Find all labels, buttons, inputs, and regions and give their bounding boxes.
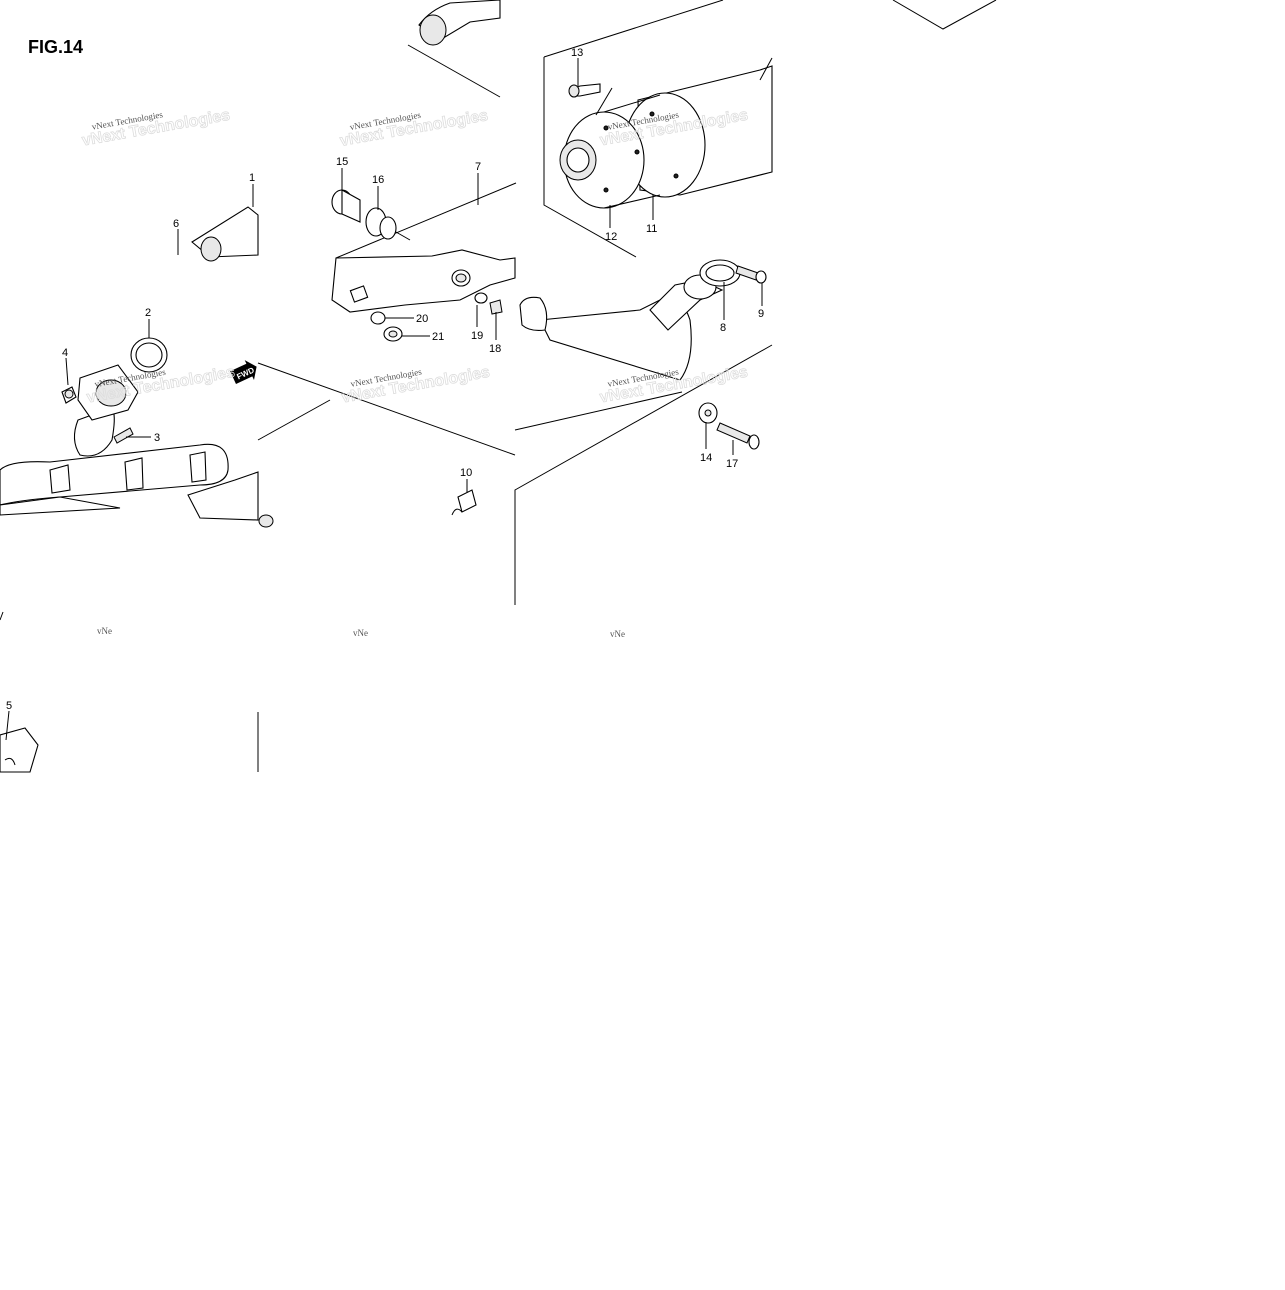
flange-part-4 [61, 364, 139, 421]
muffler-pipe [519, 274, 724, 381]
watermark-truncated: vNe [353, 628, 368, 638]
callout-5: 5 [6, 700, 12, 712]
figure-title: FIG.14 [28, 37, 84, 57]
collar-part-20 [370, 311, 386, 325]
clamp-part-8 [699, 259, 741, 287]
heat-shield-part-5 [0, 727, 39, 773]
nut-part-21 [383, 326, 403, 342]
bolt-part-15 [331, 189, 361, 223]
leader-lines [5, 58, 763, 741]
bolt-part-9 [735, 265, 767, 284]
callout-8: 8 [720, 322, 726, 334]
callout-18: 18 [489, 343, 501, 355]
grommet-part-16 [365, 207, 411, 241]
callout-2: 2 [145, 307, 151, 319]
callout-13: 13 [571, 47, 583, 59]
callout-20: 20 [416, 313, 428, 325]
gasket-part-2 [130, 337, 168, 373]
bolt-part-17 [716, 422, 760, 450]
callout-3: 3 [154, 432, 160, 444]
callouts: 1 2 3 4 5 6 7 8 9 10 11 12 13 14 17 15 1… [6, 47, 764, 712]
callout-1: 1 [249, 172, 255, 184]
callout-16: 16 [372, 174, 384, 186]
callout-21: 21 [432, 331, 444, 343]
callout-4: 4 [62, 347, 68, 359]
callout-7: 7 [475, 161, 481, 173]
exhaust-pipe-part [0, 0, 501, 528]
callout-15: 15 [336, 156, 348, 168]
washer-part-19 [474, 292, 488, 304]
watermark-truncated: vNe [610, 629, 625, 639]
stud-part-3 [113, 427, 134, 444]
callout-10: 10 [460, 467, 472, 479]
muffler-body [559, 57, 773, 209]
callout-14: 14 [700, 452, 712, 464]
callout-11: 11 [646, 223, 657, 235]
callout-12: 12 [605, 231, 617, 243]
watermark-truncated: vNe [97, 626, 112, 636]
callout-6: 6 [173, 218, 179, 230]
callout-15-17: 17 [726, 458, 738, 470]
guide-lines [0, 0, 997, 772]
washer-part-14 [698, 402, 718, 424]
clip-part-10 [451, 489, 477, 516]
bracket-part-7 [331, 249, 516, 313]
callout-9: 9 [758, 308, 764, 320]
callout-19: 19 [471, 330, 483, 342]
screw-part-13 [568, 83, 601, 98]
bolt-part-18 [489, 299, 503, 315]
